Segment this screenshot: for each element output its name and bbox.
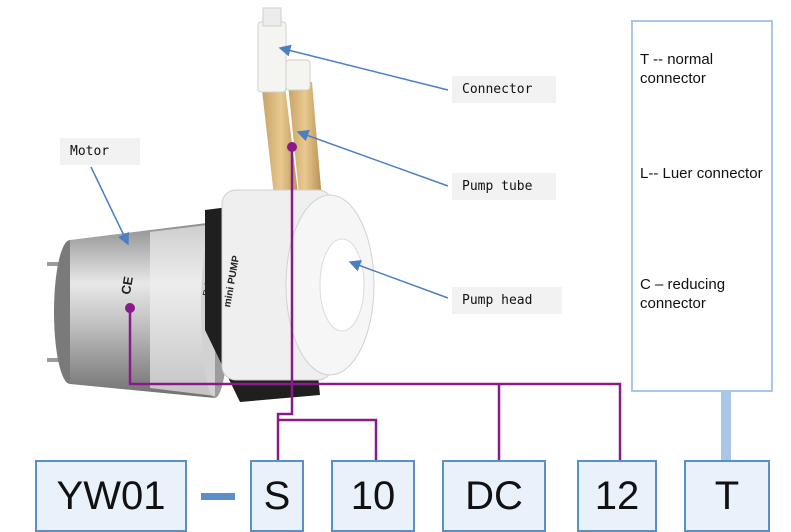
panel-link-bar xyxy=(721,392,731,460)
tube-wire-dot xyxy=(287,142,297,152)
top-connector xyxy=(285,59,311,91)
normal-connector-label: T -- normal connector xyxy=(640,51,714,87)
pump-tube-left xyxy=(262,86,300,214)
connector-options-panel xyxy=(631,20,773,392)
motor-pin xyxy=(47,358,69,362)
ce-mark: CE xyxy=(118,275,136,296)
connector-arrow xyxy=(278,44,449,91)
pump-head-arrow xyxy=(348,259,449,299)
code-dc-box: DC xyxy=(442,460,546,532)
code-12-box: 12 xyxy=(577,460,657,532)
connector-label: Connector xyxy=(452,76,556,103)
motor-wire-dot xyxy=(125,303,135,313)
top-connector xyxy=(257,21,287,93)
code-dash xyxy=(201,493,235,500)
code-10-box: 10 xyxy=(331,460,415,532)
top-connector-tip xyxy=(262,7,282,27)
pump-head-label: Pump head xyxy=(452,287,562,314)
pump-tube-label: Pump tube xyxy=(452,173,556,200)
motor-body xyxy=(54,222,229,398)
code-t-box: T xyxy=(684,460,770,532)
code-s-box: S xyxy=(250,460,304,532)
reducing-connector-label: C – reducing connector xyxy=(640,276,726,312)
motor-label: Motor xyxy=(60,138,140,165)
pump-tube-arrow xyxy=(296,129,449,187)
pump-head xyxy=(221,189,375,381)
code-prefix-box: YW01 xyxy=(35,460,187,532)
motor-arrow xyxy=(90,166,129,246)
code-wiring xyxy=(128,147,622,460)
motor-pin xyxy=(47,262,69,266)
pump-tube-right xyxy=(288,82,322,204)
luer-connector-label: L-- Luer connector xyxy=(640,165,763,182)
